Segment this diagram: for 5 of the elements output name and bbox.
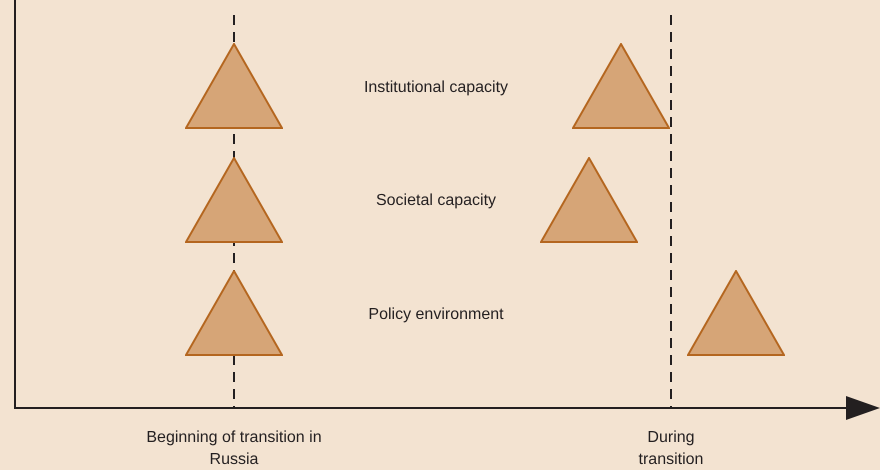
row-label: Institutional capacity bbox=[364, 79, 508, 96]
axis-label: During transition bbox=[638, 429, 704, 468]
row-label: Societal capacity bbox=[376, 192, 496, 209]
axis-label: Beginning of transition in Russia bbox=[146, 429, 322, 468]
row-label: Policy environment bbox=[368, 306, 504, 323]
